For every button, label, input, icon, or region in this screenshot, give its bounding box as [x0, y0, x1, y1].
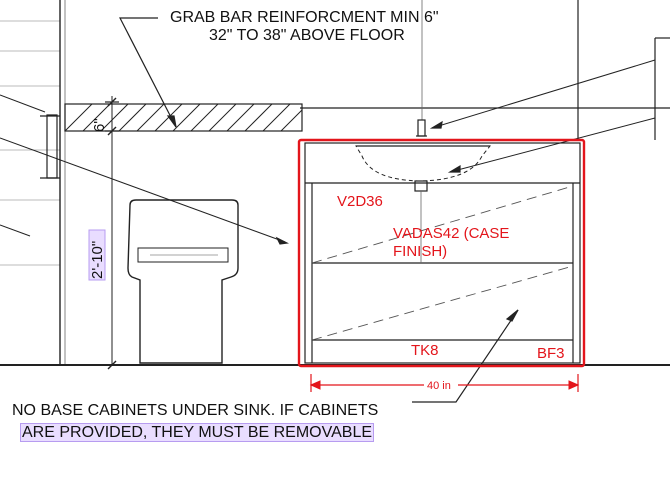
removable-cabinet-note: NO BASE CABINETS UNDER SINK. IF CABINETS…	[12, 402, 378, 442]
markup-cabinet-code-line2: FINISH)	[393, 243, 448, 260]
markup-base-filler: BF3	[537, 345, 565, 362]
markup-cabinet-code: VADAS42 (CASE FINISH)	[393, 225, 509, 261]
grab-bar-note-line2: 32" TO 38" ABOVE FLOOR	[209, 27, 405, 44]
grab-bar-note-line1: GRAB BAR REINFORCMENT MIN 6"	[170, 9, 439, 26]
dim-vanity-width: 40 in	[427, 380, 451, 392]
removable-cabinet-note-line1: NO BASE CABINETS UNDER SINK. IF CABINETS	[12, 402, 379, 419]
markup-toe-kick: TK8	[411, 342, 439, 359]
grab-bar-note: GRAB BAR REINFORCMENT MIN 6" 32" TO 38" …	[170, 9, 439, 45]
markup-door-code: V2D36	[337, 193, 383, 210]
markup-cabinet-code-line1: VADAS42 (CASE	[393, 225, 510, 242]
dim-reinforcement: 6"	[91, 118, 108, 132]
dim-grab-bar-height: 2'-10"	[89, 241, 106, 279]
removable-cabinet-note-line2: ARE PROVIDED, THEY MUST BE REMOVABLE	[20, 423, 378, 442]
highlighted-text: ARE PROVIDED, THEY MUST BE REMOVABLE	[20, 423, 375, 442]
